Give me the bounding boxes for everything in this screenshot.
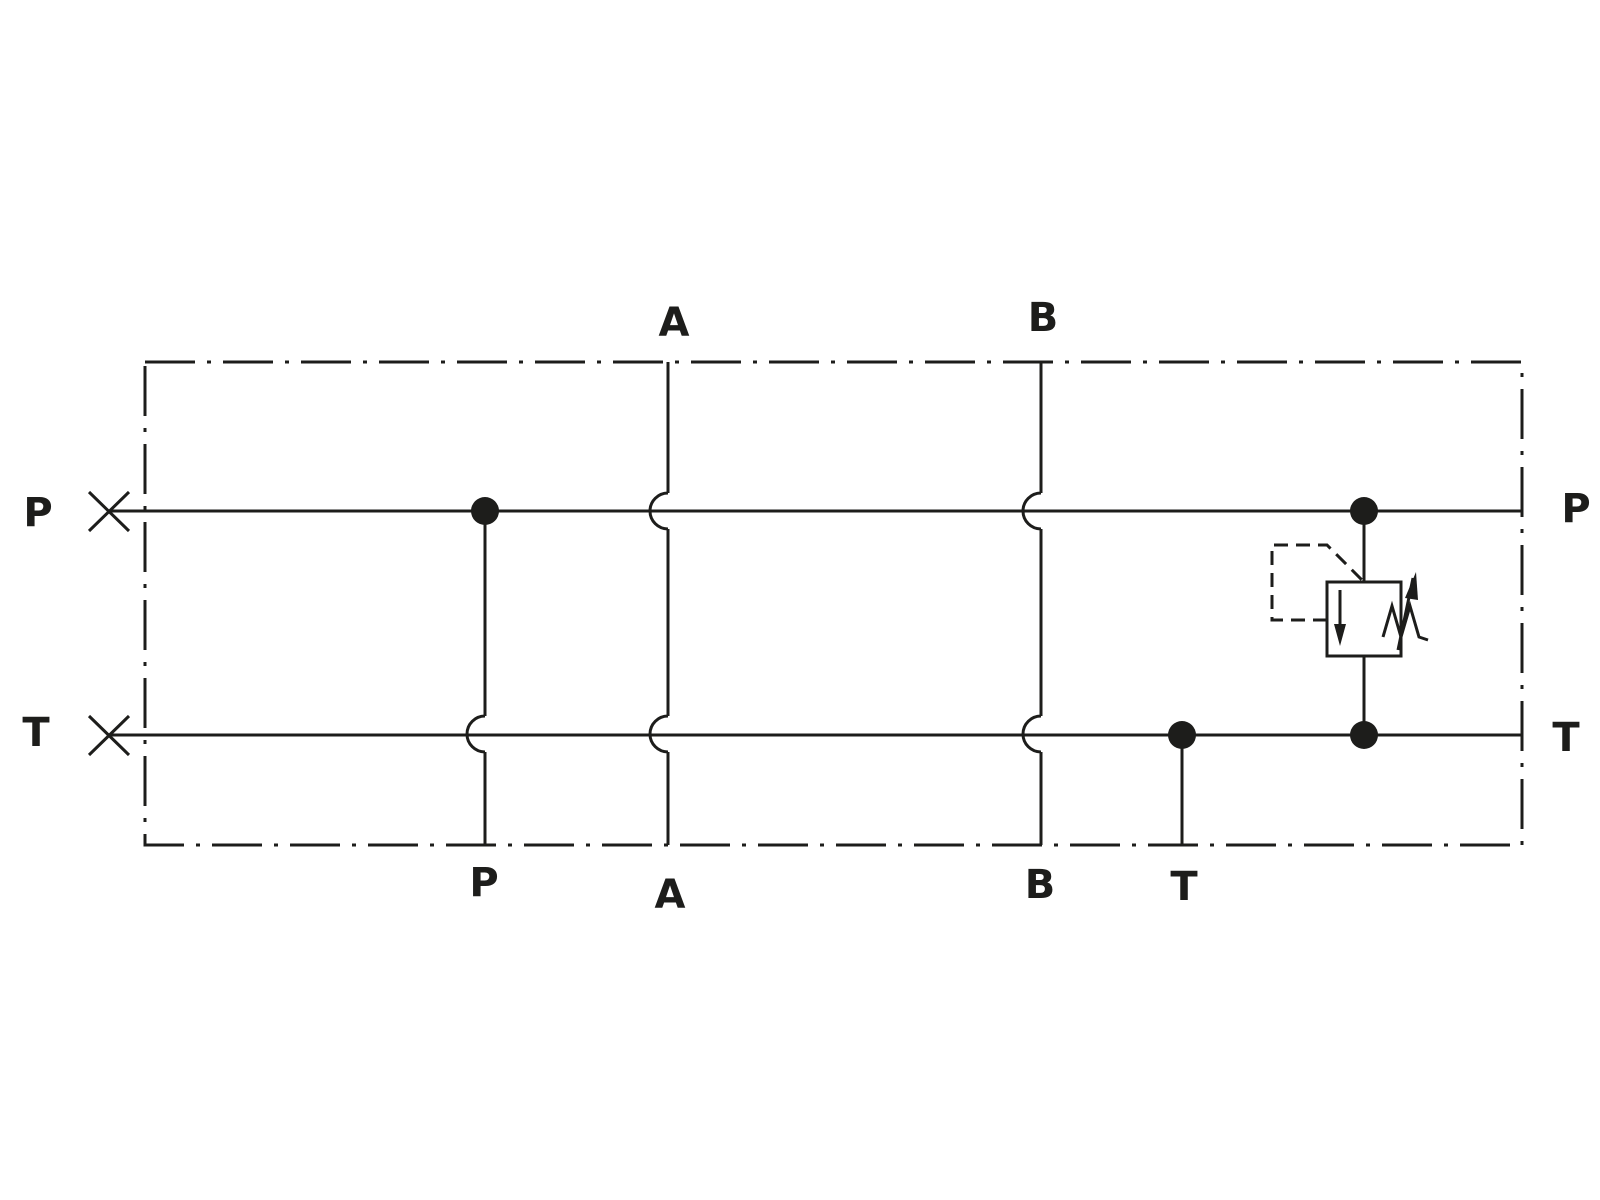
port-a-line [648, 362, 670, 845]
port-label-bottom-b: B [1025, 862, 1056, 908]
port-label-left-p: P [23, 490, 52, 536]
x-plug-icon [87, 714, 131, 757]
port-b-line [1021, 362, 1043, 845]
adjustable-pressure-relief-valve-icon [1270, 511, 1429, 735]
junction-dot [1350, 497, 1378, 525]
port-label-bottom-t: T [1170, 864, 1198, 910]
port-label-right-t: T [1552, 715, 1580, 761]
port-label-right-p: P [1561, 486, 1590, 532]
port-p-bottom-line [465, 511, 487, 845]
port-label-bottom-a: A [655, 872, 686, 918]
junction-dot [1168, 721, 1196, 749]
port-label-top-b: B [1028, 295, 1059, 341]
port-label-left-t: T [22, 710, 50, 756]
manifold-boundary [143, 360, 1524, 847]
port-label-top-a: A [659, 300, 690, 346]
junction-dot [471, 497, 499, 525]
x-plug-icon [87, 490, 131, 533]
port-label-bottom-p: P [469, 860, 498, 906]
junction-dot [1350, 721, 1378, 749]
